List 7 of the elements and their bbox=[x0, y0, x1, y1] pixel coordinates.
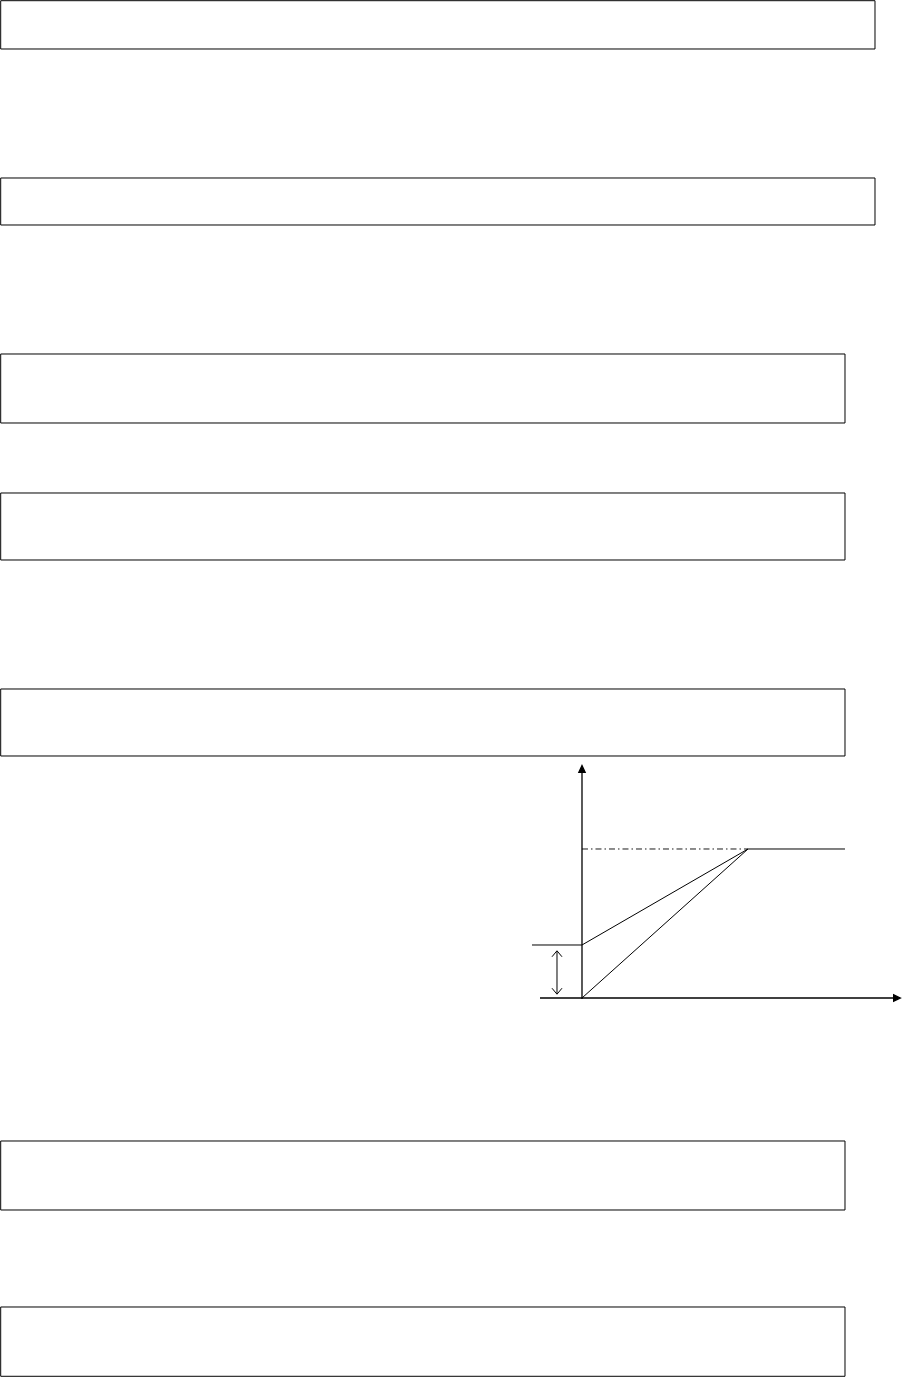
empty-box bbox=[0, 0, 876, 50]
empty-box bbox=[0, 1306, 846, 1377]
empty-box bbox=[0, 353, 846, 424]
empty-box bbox=[0, 492, 846, 561]
empty-box bbox=[0, 688, 846, 757]
empty-box bbox=[0, 177, 876, 226]
empty-box bbox=[0, 1140, 846, 1211]
